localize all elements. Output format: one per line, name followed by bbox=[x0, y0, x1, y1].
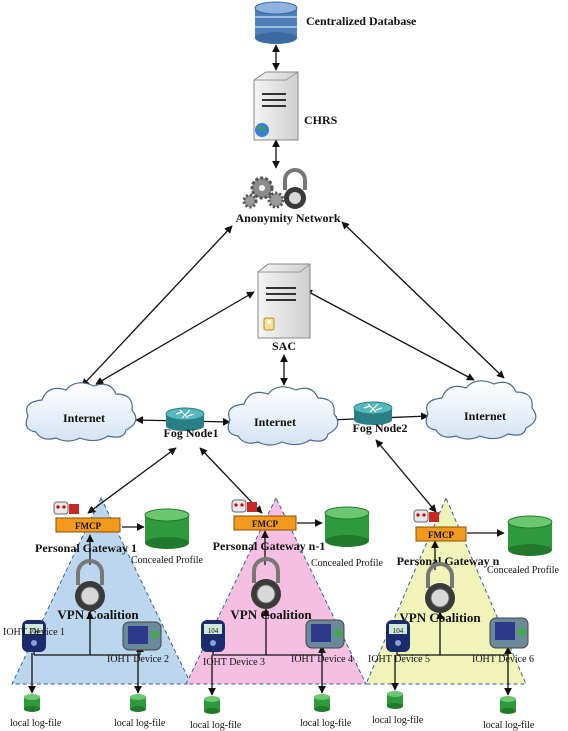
vpn-coalition-label-1: VPN Coalition bbox=[57, 607, 139, 622]
fog-node-1-label: Fog Node1 bbox=[164, 426, 219, 440]
ioht-device-2-monitor-icon bbox=[122, 621, 162, 651]
internet-label-1: Internet bbox=[63, 411, 105, 425]
internet-cloud-3 bbox=[425, 380, 537, 440]
centralized-database-icon bbox=[254, 1, 298, 44]
internet-cloud-1 bbox=[25, 382, 137, 442]
ioht-device-5-glucometer-icon: 104 bbox=[386, 620, 410, 652]
gateway-n1-robot-icon bbox=[231, 499, 257, 513]
gateway-n-robot-icon bbox=[413, 509, 439, 523]
local-log-file-db-icon-4 bbox=[314, 694, 330, 712]
local-log-file-db-icon-5 bbox=[387, 691, 403, 709]
concealed-profile-label-1: Concealed Profile bbox=[131, 555, 203, 566]
ioht-device-6-monitor-icon bbox=[489, 617, 529, 649]
fmcp-box-3 bbox=[415, 526, 467, 542]
gateway-1-robot-icon bbox=[53, 501, 79, 515]
fog-node-2-router-icon bbox=[353, 401, 393, 425]
fmcp-label-1: FMCP bbox=[75, 521, 101, 531]
ioht-device-2-label: IOHT Device 2 bbox=[107, 654, 169, 665]
anonymity-network-icon bbox=[242, 168, 307, 209]
concealed-profile-label-3: Concealed Profile bbox=[487, 565, 559, 576]
ioht-device-4-label: IOHT Device 4 bbox=[291, 654, 353, 665]
fmcp-box-1 bbox=[55, 517, 121, 533]
chrs-server-icon bbox=[253, 71, 299, 141]
ioht-device-1-label: IOHT Device 1 bbox=[3, 627, 65, 638]
ioht-device-5-label: IOHT Device 5 bbox=[368, 654, 430, 665]
anonymity-network-label: Anonymity Network bbox=[236, 211, 341, 225]
local-log-file-label-3: local log-file bbox=[190, 720, 242, 731]
vpn-lock-icon-1 bbox=[75, 559, 105, 611]
local-log-file-label-4: local log-file bbox=[300, 718, 352, 729]
concealed-profile-label-2: Concealed Profile bbox=[311, 558, 383, 569]
ioht-device-6-label: IOHT Device 6 bbox=[472, 654, 534, 665]
svg-text:104: 104 bbox=[29, 627, 40, 635]
ioht-device-4-monitor-icon bbox=[305, 619, 345, 649]
centralized-database-label: Centralized Database bbox=[306, 14, 417, 28]
local-log-file-db-icon-3 bbox=[204, 696, 220, 714]
vpn-lock-icon-3 bbox=[425, 562, 455, 613]
local-log-file-db-icon-6 bbox=[500, 696, 516, 714]
personal-gateway-1-label: Personal Gateway 1 bbox=[35, 541, 137, 555]
local-log-file-db-icon-2 bbox=[130, 694, 146, 712]
fmcp-label-3: FMCP bbox=[428, 530, 454, 540]
vpn-coalition-label-2: VPN Coalition bbox=[230, 607, 312, 622]
concealed-profile-db-icon-3 bbox=[507, 515, 553, 556]
ioht-device-3-label: IOHT Device 3 bbox=[203, 657, 265, 668]
local-log-file-db-icon-1 bbox=[24, 694, 40, 712]
chrs-label: CHRS bbox=[304, 113, 338, 127]
sac-server-icon bbox=[257, 263, 311, 339]
ioht-device-1-glucometer-icon: 104 bbox=[22, 620, 46, 652]
internet-cloud-2 bbox=[227, 386, 339, 446]
fmcp-box-2 bbox=[233, 515, 297, 531]
vpn-lock-icon-2 bbox=[251, 557, 281, 609]
personal-gateway-n1-label: Personal Gateway n-1 bbox=[213, 539, 326, 553]
internet-label-3: Internet bbox=[464, 409, 506, 423]
internet-label-2: Internet bbox=[254, 415, 296, 429]
fog-node-1-router-icon bbox=[165, 407, 205, 431]
local-log-file-label-1: local log-file bbox=[10, 718, 62, 729]
concealed-profile-db-icon-2 bbox=[324, 506, 370, 547]
sac-label: SAC bbox=[272, 339, 296, 353]
local-log-file-label-6: local log-file bbox=[483, 720, 535, 731]
personal-gateway-n-label: Personal Gateway n bbox=[397, 554, 500, 568]
concealed-profile-db-icon-1 bbox=[144, 508, 190, 549]
fmcp-label-2: FMCP bbox=[252, 519, 278, 529]
vpn-coalition-label-3: VPN Coalition bbox=[399, 610, 481, 625]
svg-text:104: 104 bbox=[393, 627, 404, 635]
svg-text:104: 104 bbox=[208, 627, 219, 635]
local-log-file-label-5: local log-file bbox=[372, 715, 424, 726]
fog-node-2-label: Fog Node2 bbox=[353, 421, 408, 435]
local-log-file-label-2: local log-file bbox=[114, 718, 166, 729]
ioht-device-3-glucometer-icon: 104 bbox=[201, 620, 225, 652]
